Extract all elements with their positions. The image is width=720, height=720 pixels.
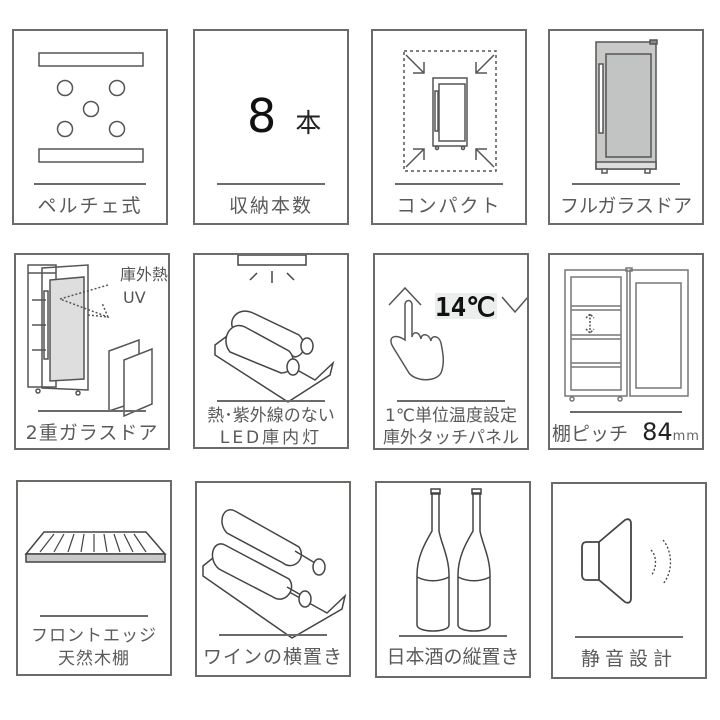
capacity-value: 8 本 [247,89,322,143]
shelf-pitch-value: 84 [642,418,673,446]
divider [40,615,148,617]
feature-card-wood-shelf: フロントエッジ 天然木棚 [16,480,172,676]
feature-card-horizontal-wine: ワインの横置き [195,481,351,677]
double-glass-door-icon: 庫外熱 UV [27,264,168,418]
feature-card-compact: コンパクト [371,29,527,225]
feature-card-led-light: 熱･紫外線のない LED庫内灯 [193,253,349,449]
shelf-pitch-unit: mm [672,429,700,444]
feature-label: 棚ピッチ 84mm [552,418,700,446]
feature-card-quiet: 静音設計 [551,482,707,679]
feature-label-line1: 熱･紫外線のない [207,406,335,426]
feature-label-line2: 天然木棚 [58,649,130,669]
feature-label-line1: フロントエッジ [31,626,157,646]
feature-label: ペルチェ式 [37,195,143,217]
quiet-speaker-icon [581,518,672,604]
feature-card-double-glass-door: 庫外熱 UV 2重ガラスドア [14,253,170,450]
feature-label-line1: 1℃単位温度設定 [385,406,517,426]
feature-label: フルガラスドア [559,195,693,217]
feature-card-touch-panel: 14℃ 1℃単位温度設定 庫外タッチパネル [373,253,529,450]
feature-label-line2: 庫外タッチパネル [383,428,519,448]
divider [34,183,146,185]
feature-label: 日本酒の縦置き [386,646,520,668]
feature-label: 2重ガラスドア [25,422,159,444]
feature-card-peltier: ペルチェ式 [12,29,168,225]
horizontal-wine-bottles-icon [202,509,347,639]
divider [219,634,327,636]
feature-card-shelf-pitch: 棚ピッチ 84mm [548,253,704,450]
hand-pointer-icon [390,299,445,381]
down-arrow-icon [501,296,527,314]
feature-card-vertical-sake: 日本酒の縦置き [375,481,531,678]
up-arrow-icon [388,286,422,306]
glass-door-fridge-icon [595,39,658,174]
annotation-heat: 庫外熱 [120,265,168,284]
divider [575,636,683,638]
led-light-bottles-icon [214,255,335,403]
feature-label: ワインの横置き [202,646,343,668]
divider [217,183,325,185]
feature-label: コンパクト [396,195,502,217]
compact-icon [403,50,497,172]
pitch-arrow-icon [585,312,595,335]
touch-panel-icon: 14℃ [388,286,527,381]
annotation-uv: UV [123,288,146,307]
peltier-icon [38,52,144,163]
feature-label: 静音設計 [580,648,677,670]
feature-label: 収納本数 [228,195,313,217]
divider [572,183,680,185]
divider [397,400,505,402]
open-fridge-shelves-icon [564,267,689,402]
feature-card-capacity: 8 本 収納本数 [193,29,349,225]
feature-label-line2: LED庫内灯 [219,428,323,448]
divider [38,410,146,412]
divider [395,183,503,185]
divider [217,400,325,402]
divider [399,635,507,637]
divider [570,411,682,413]
temperature-display: 14℃ [435,293,496,323]
feature-card-full-glass-door: フルガラスドア [548,29,704,225]
vertical-sake-bottles-icon [416,488,491,632]
wood-shelf-icon [24,531,167,563]
